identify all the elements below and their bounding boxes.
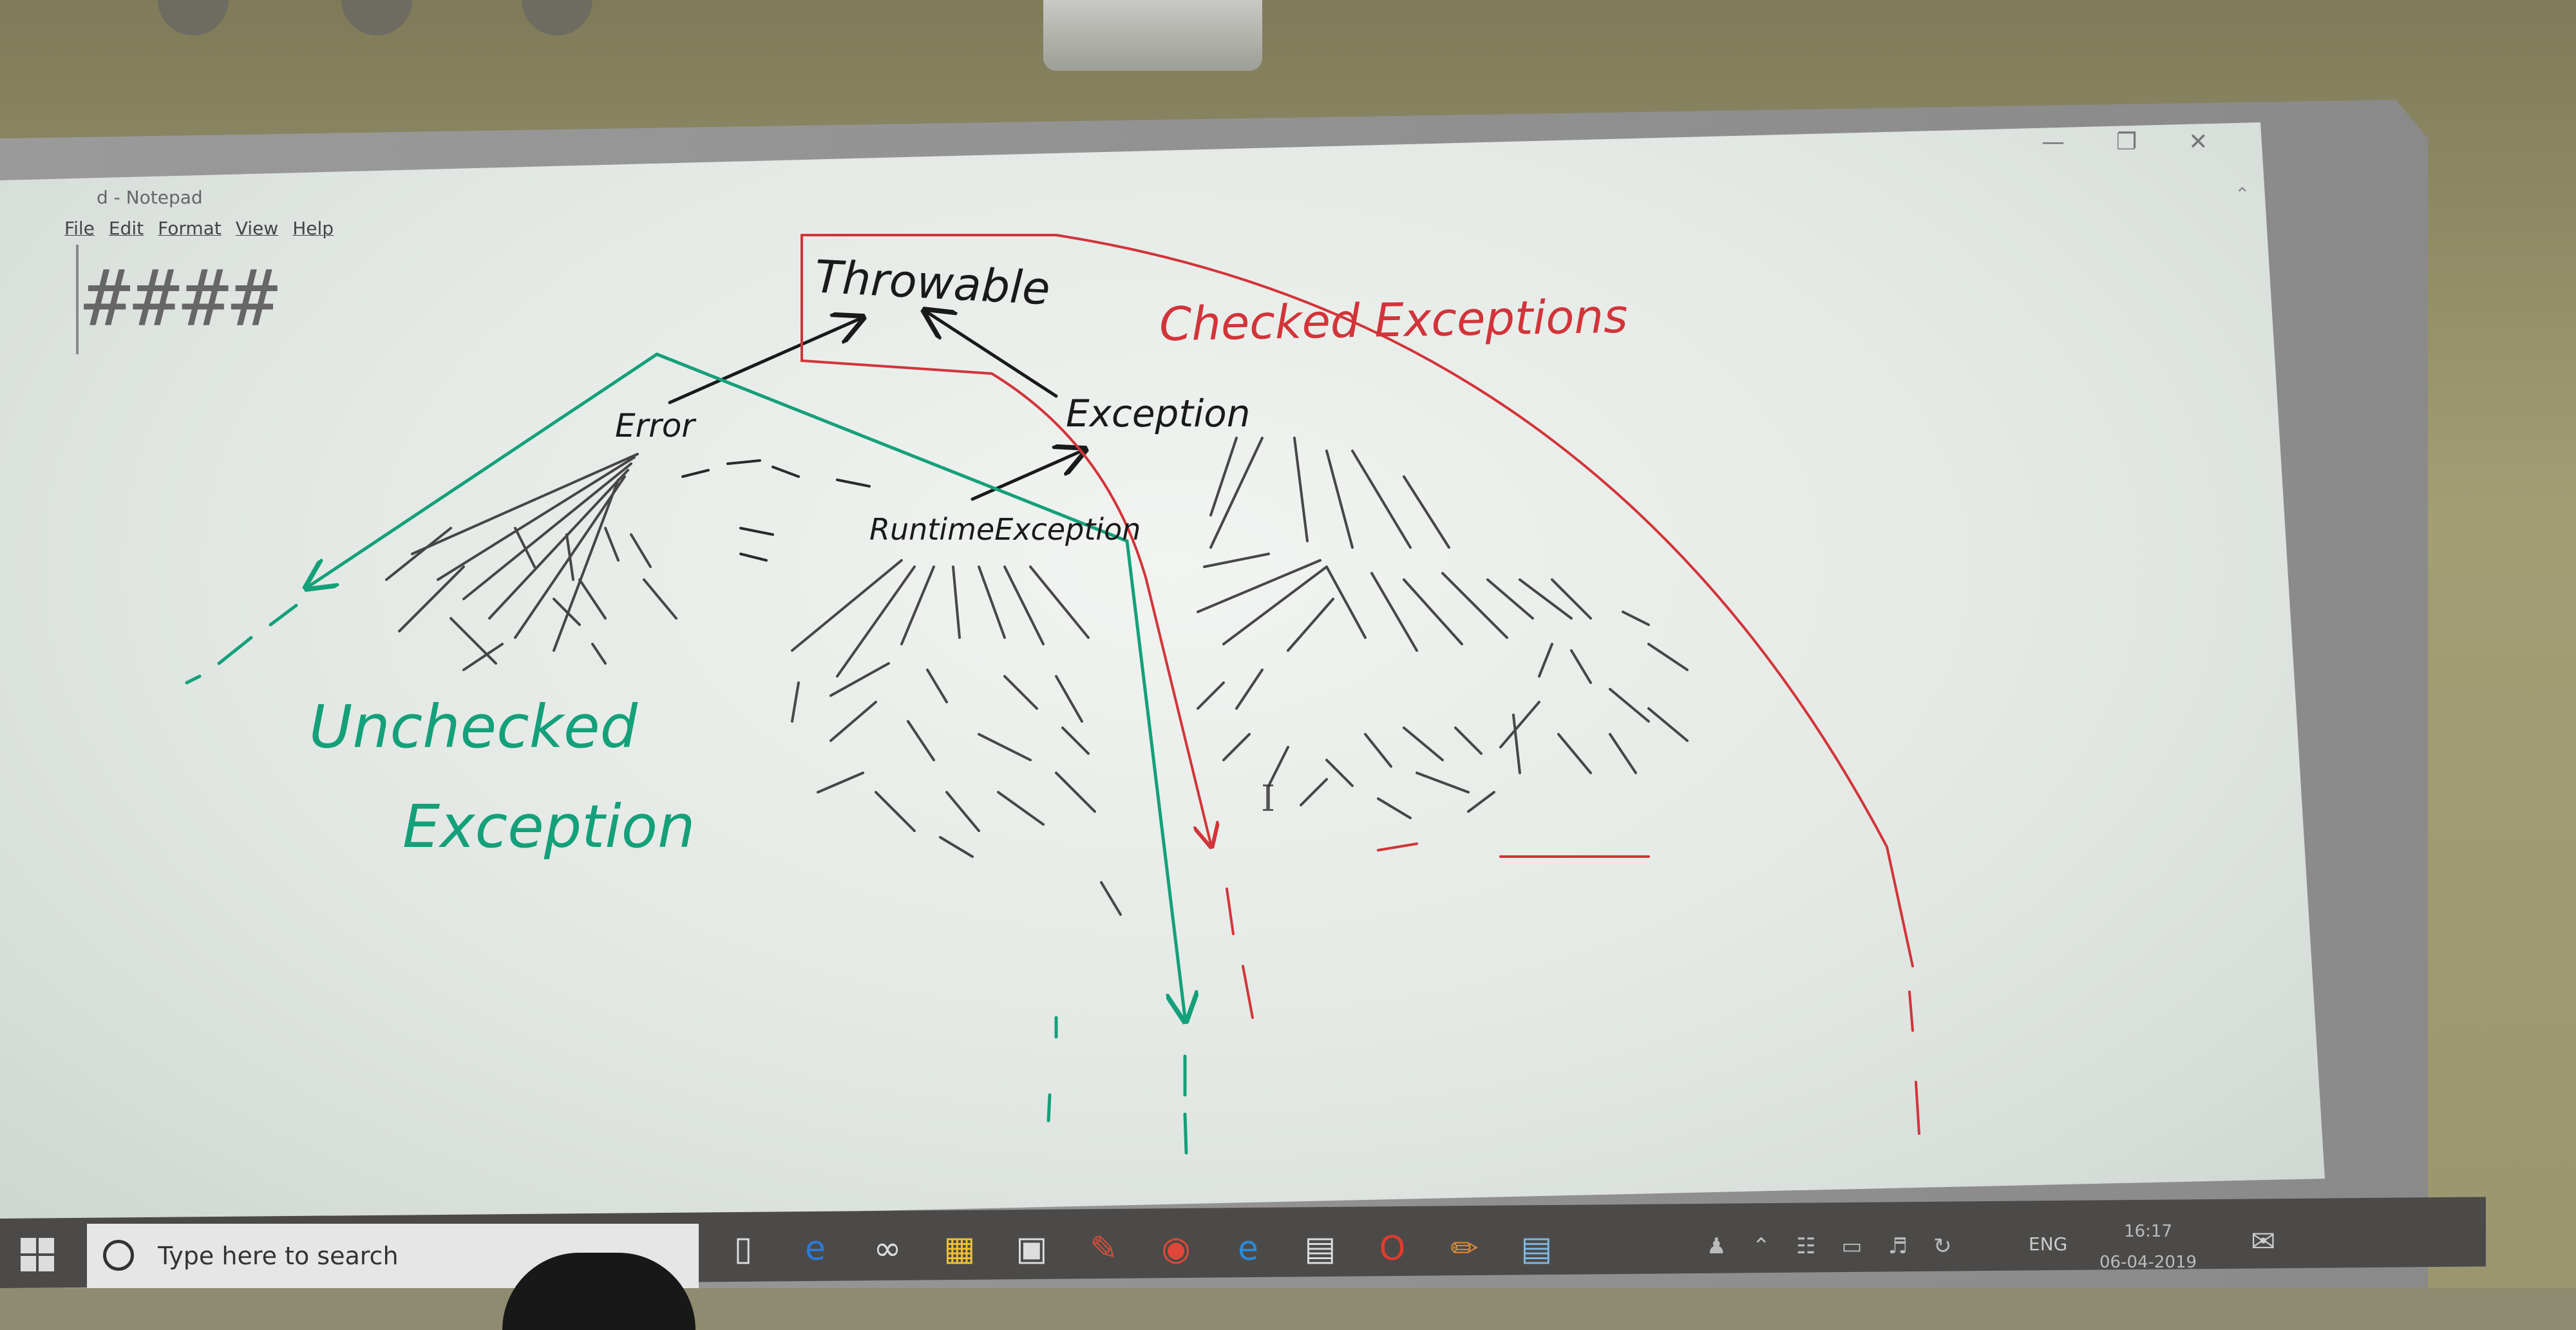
edge-icon[interactable]: e xyxy=(805,1230,826,1268)
window-controls: — ❐ ✕ xyxy=(2041,129,2208,155)
inheritance-arrows xyxy=(668,312,1082,501)
clock[interactable]: 16:17 06-04-2019 xyxy=(2099,1216,2197,1278)
projected-screen xyxy=(0,122,2325,1230)
system-tray: ♟ ⌃ ☷ ▭ ♬ ↻ xyxy=(1707,1233,1952,1259)
exception-label: Exception xyxy=(1066,392,1251,435)
scroll-up-icon[interactable]: ⌃ xyxy=(2235,184,2250,205)
people-icon[interactable]: ♟ xyxy=(1707,1233,1727,1259)
document-text[interactable]: #### xyxy=(84,254,280,344)
notepad-icon[interactable]: ▤ xyxy=(1520,1230,1553,1268)
unchecked-label: Unchecked xyxy=(309,692,638,761)
restore-icon[interactable]: ❐ xyxy=(2116,129,2137,155)
store-icon[interactable]: ▣ xyxy=(1016,1230,1048,1268)
network-icon[interactable]: ☷ xyxy=(1795,1233,1816,1259)
infinity-icon[interactable]: ∞ xyxy=(873,1230,902,1268)
menu-format[interactable]: Format xyxy=(158,218,222,239)
menu-edit[interactable]: Edit xyxy=(108,218,144,239)
text-cursor xyxy=(76,245,79,354)
pen-icon[interactable]: ✏ xyxy=(1450,1230,1479,1268)
menu-bar: File Edit Format View Help xyxy=(64,218,334,239)
file-explorer-icon[interactable]: ▦ xyxy=(943,1230,976,1268)
sync-icon[interactable]: ↻ xyxy=(1933,1233,1952,1259)
menu-view[interactable]: View xyxy=(235,218,279,239)
search-icon xyxy=(103,1240,134,1271)
ink-annotations xyxy=(185,234,1920,1155)
ibeam-cursor-icon: I xyxy=(1261,778,1276,820)
minimize-icon[interactable]: — xyxy=(2041,129,2065,155)
chrome-icon[interactable]: ◉ xyxy=(1161,1230,1191,1268)
hatch-strokes xyxy=(385,437,1689,916)
close-icon[interactable]: ✕ xyxy=(2188,129,2208,155)
notification-icon[interactable]: ✉ xyxy=(2251,1224,2276,1259)
runtime-exception-label: RuntimeException xyxy=(869,512,1141,547)
windows-start-icon[interactable] xyxy=(19,1237,55,1273)
scroll-down-icon[interactable]: ⌄ xyxy=(2299,1169,2315,1190)
volume-icon[interactable]: ♬ xyxy=(1888,1233,1908,1259)
checked-boundary xyxy=(800,234,1920,1135)
unchecked-boundary xyxy=(185,352,1186,1155)
error-label: Error xyxy=(615,407,695,444)
menu-file[interactable]: File xyxy=(64,218,95,239)
task-view-icon[interactable]: ▯ xyxy=(734,1230,753,1268)
ie-icon[interactable]: e xyxy=(1238,1230,1258,1268)
ink-icon[interactable]: ✎ xyxy=(1090,1230,1118,1268)
clock-date: 06-04-2019 xyxy=(2099,1253,2197,1272)
opera-icon[interactable]: O xyxy=(1379,1230,1406,1268)
window-title: d - Notepad xyxy=(97,187,203,208)
language-indicator[interactable]: ENG xyxy=(2029,1233,2068,1255)
unchecked-exception-label: Exception xyxy=(402,792,696,861)
dash-strokes xyxy=(681,459,871,562)
menu-help[interactable]: Help xyxy=(292,218,334,239)
projector-device xyxy=(1043,0,1262,71)
clock-time: 16:17 xyxy=(2124,1222,2173,1241)
window-icon[interactable]: ▤ xyxy=(1304,1230,1336,1268)
taskbar-apps: ▯ e ∞ ▦ ▣ ✎ ◉ e ▤ O ✏ ▤ xyxy=(721,1227,1558,1271)
battery-icon[interactable]: ▭ xyxy=(1841,1233,1862,1259)
search-placeholder: Type here to search xyxy=(158,1242,399,1270)
chevron-up-icon[interactable]: ⌃ xyxy=(1752,1233,1770,1259)
checked-exceptions-label: Checked Exceptions xyxy=(1159,289,1629,352)
